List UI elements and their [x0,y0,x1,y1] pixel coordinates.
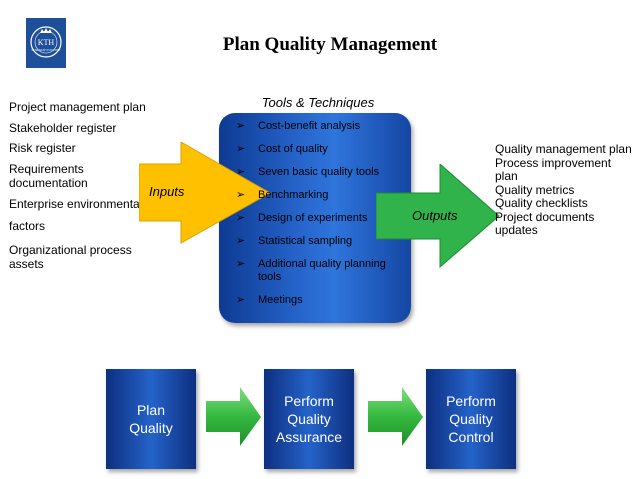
input-item: Risk register [9,141,76,155]
tool-item: ➢Cost-benefit analysis [236,120,361,132]
input-item: Stakeholder register [9,120,117,135]
process-line: Quality [449,411,493,427]
process-line: Perform [284,393,334,409]
tool-item: ➢Additional quality planning tools [236,258,386,283]
outputs-list: Quality management plan Process improvem… [495,142,635,238]
input-item: Organizational process assets [9,242,132,272]
process-arrow-1 [206,387,261,446]
outputs-arrow [376,164,500,268]
tools-title: Tools & Techniques [261,95,375,110]
process-arrow-2 [368,387,423,446]
tools-list: ➢Cost-benefit analysis ➢Cost of quality … [236,120,412,317]
process-box-plan-quality: Plan Quality [106,369,196,469]
page-title: Plan Quality Management [222,34,438,55]
arrow-bullet-icon: ➢ [236,258,246,270]
output-item: Quality checklists [495,196,588,210]
arrow-bullet-icon: ➢ [236,120,246,132]
arrow-bullet-icon: ➢ [236,189,246,201]
tool-item: ➢Statistical sampling [236,235,353,247]
arrow-bullet-icon: ➢ [236,294,246,306]
process-line: Quality [287,411,331,427]
output-item: Process improvement plan [495,155,612,183]
process-box-quality-control: Perform Quality Control [426,369,516,469]
output-item: Project documents updates [495,209,595,237]
arrow-bullet-icon: ➢ [236,212,246,224]
tool-item: ➢Benchmarking [236,189,329,201]
inputs-label: Inputs [149,184,185,199]
crown-icon: KTH VETENSKAP OCH KONST [30,26,62,58]
process-line: Assurance [275,429,343,445]
process-line: Plan [136,402,165,418]
tool-item: ➢Design of experiments [236,212,368,224]
outputs-label: Outputs [412,208,458,223]
logo-text: KTH [38,38,55,47]
input-item: factors [9,219,46,233]
kth-logo: KTH VETENSKAP OCH KONST [26,18,66,68]
process-line: Perform [446,393,496,409]
process-box-quality-assurance: Perform Quality Assurance [264,369,354,469]
tool-item: ➢Seven basic quality tools [236,166,380,178]
logo-subtext: VETENSKAP OCH KONST [31,49,61,52]
inputs-arrow [139,142,271,244]
tool-item: ➢Cost of quality [236,143,328,155]
input-item: Project management plan [9,100,146,114]
process-line: Control [448,429,494,445]
output-item: Quality management plan [495,142,632,156]
arrow-bullet-icon: ➢ [236,235,246,247]
input-item: Enterprise environmental [9,196,143,211]
arrow-bullet-icon: ➢ [236,166,246,178]
inputs-list: Project management plan Stakeholder regi… [9,100,149,278]
output-item: Quality metrics [495,182,575,197]
arrow-bullet-icon: ➢ [236,143,246,155]
input-item: Requirements documentation [9,161,88,191]
tool-item: ➢Meetings [236,294,303,306]
process-line: Quality [129,420,173,436]
